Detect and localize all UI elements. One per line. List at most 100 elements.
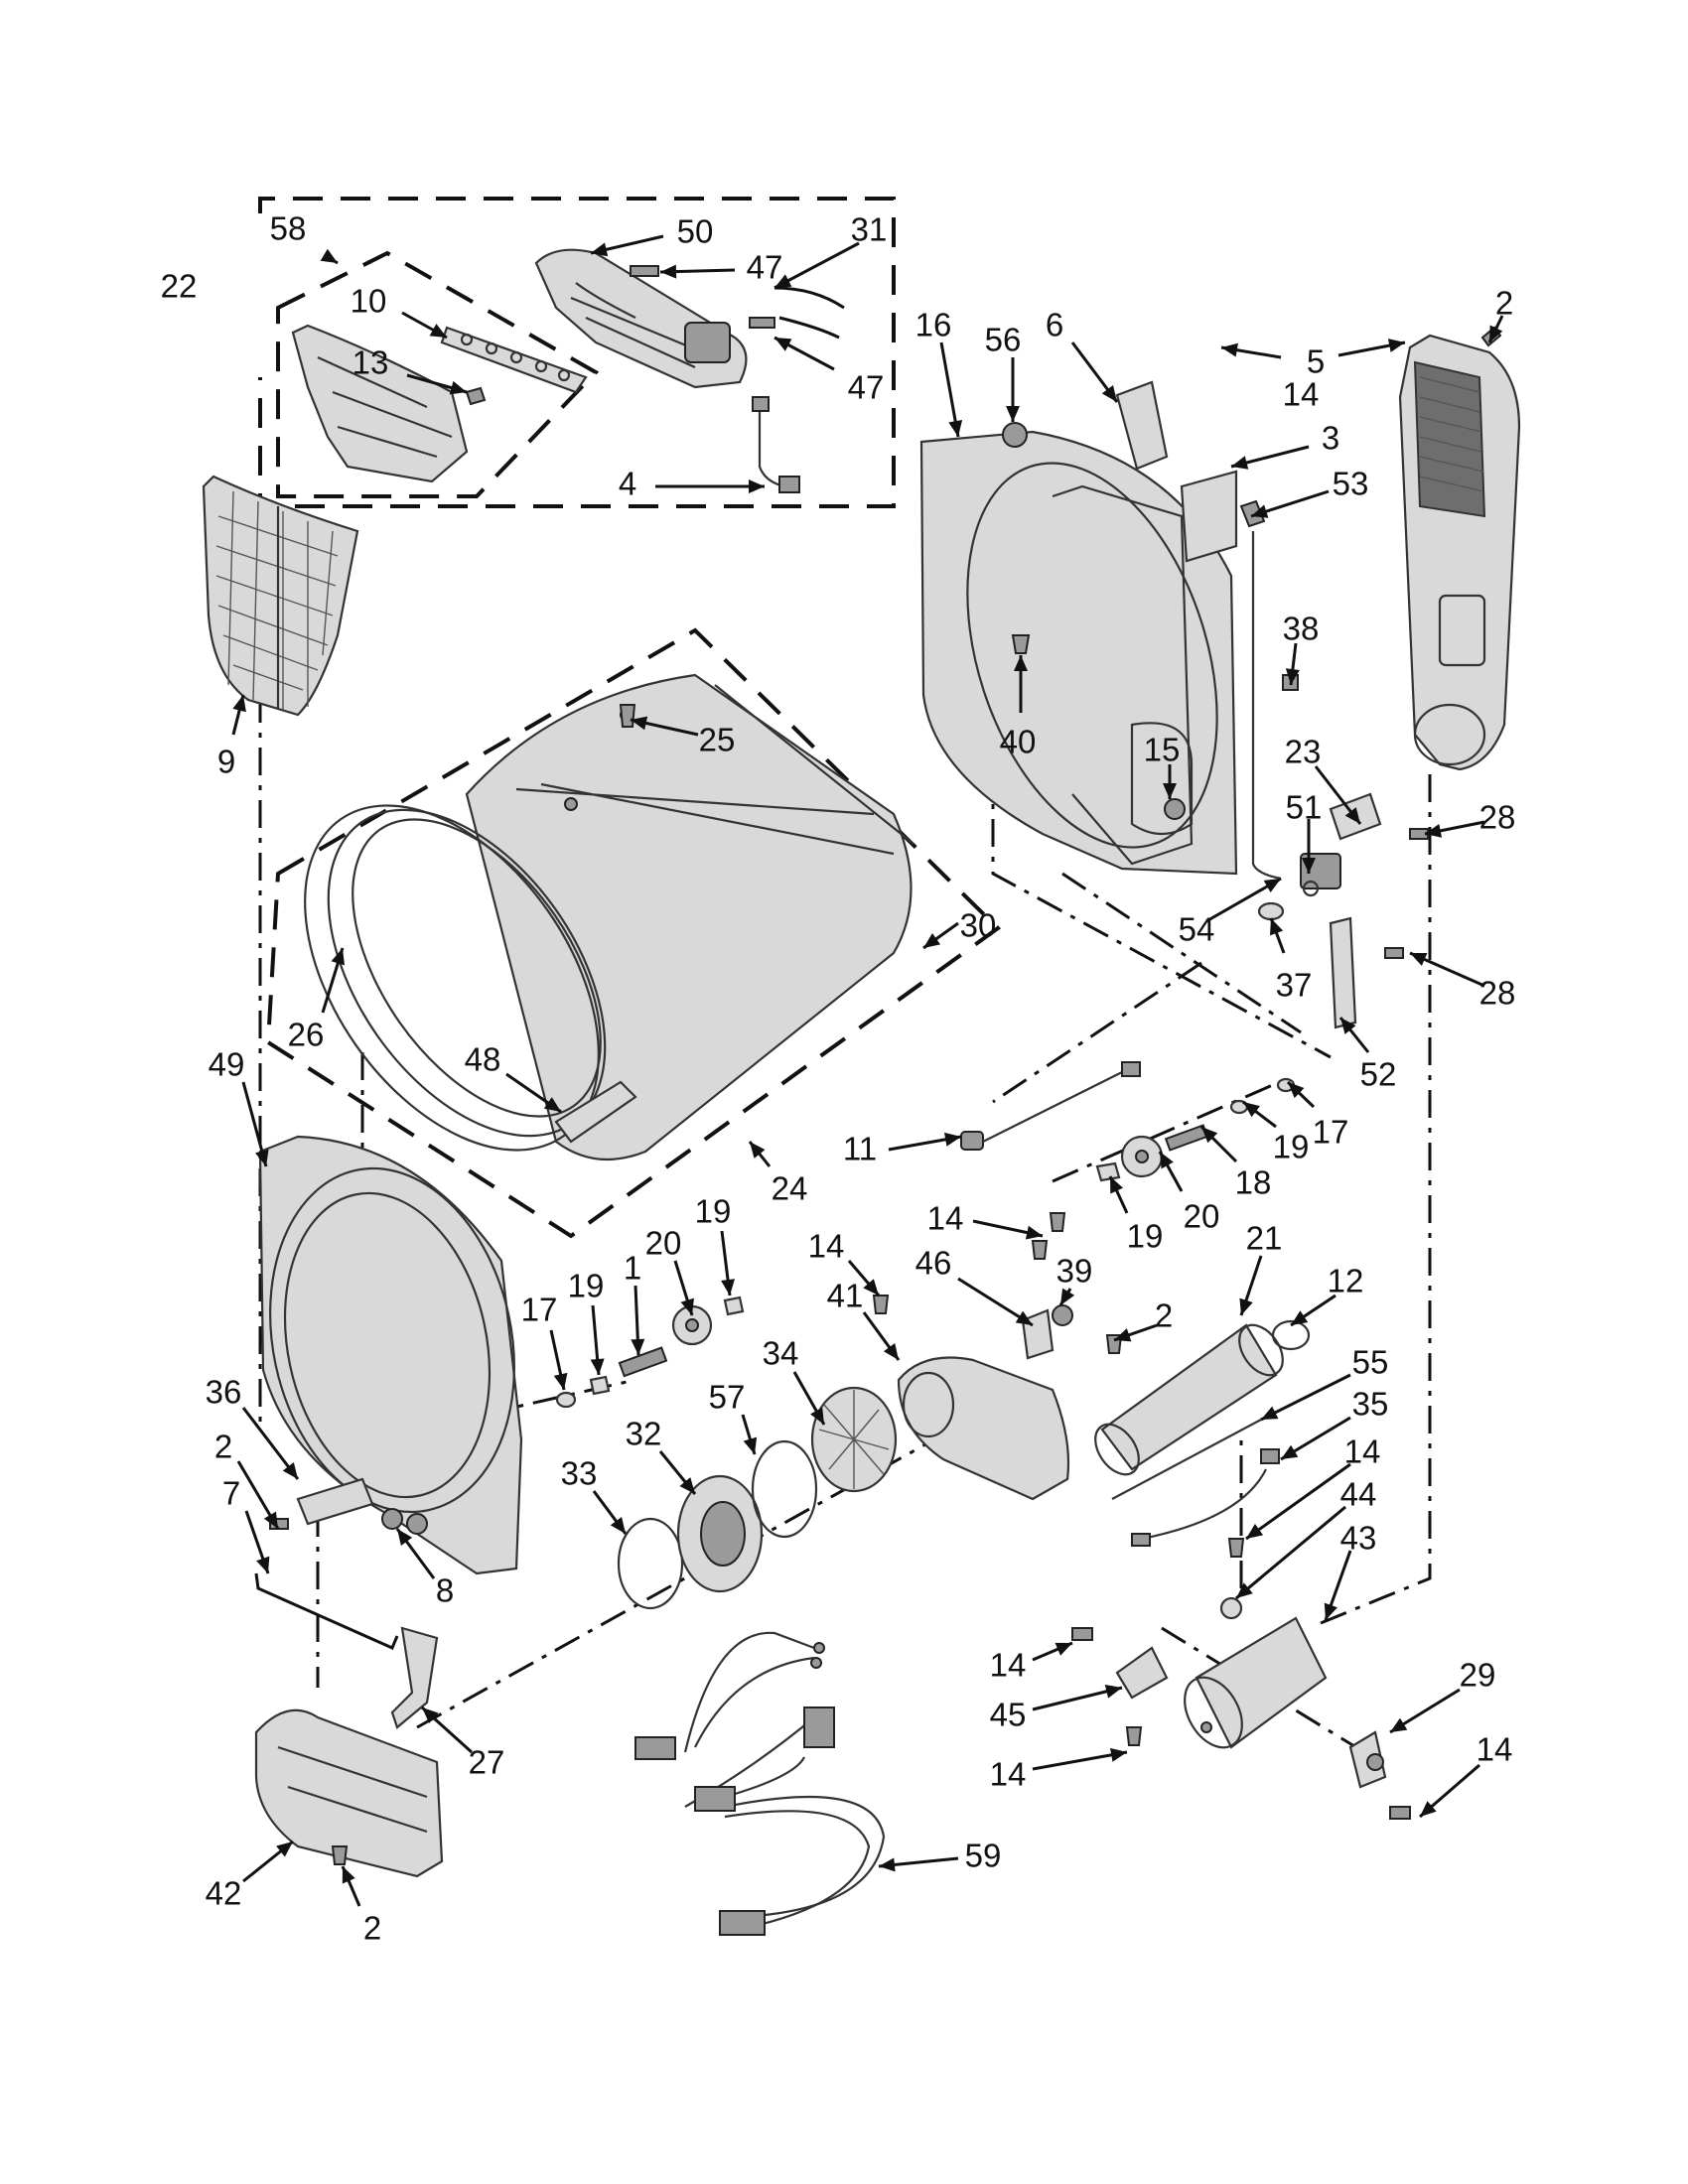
arrowhead bbox=[1285, 668, 1300, 685]
callout-c-14b: 14 bbox=[927, 1200, 1044, 1240]
callout-c-44: 44 bbox=[1235, 1476, 1377, 1600]
part-14-screw-g bbox=[1125, 1726, 1143, 1746]
callout-c-19c: 19 bbox=[568, 1268, 605, 1376]
parts bbox=[202, 248, 1521, 1936]
part-number-label: 28 bbox=[1479, 799, 1516, 836]
callout-c-48: 48 bbox=[465, 1041, 562, 1114]
arrowhead bbox=[449, 380, 467, 395]
arrowhead bbox=[883, 1342, 899, 1360]
assembly-line-sensor bbox=[992, 872, 1302, 1104]
arrowhead bbox=[721, 1279, 735, 1296]
arrowhead bbox=[810, 1407, 824, 1425]
callout-c-13: 13 bbox=[352, 344, 468, 395]
arrowhead bbox=[1025, 1225, 1043, 1240]
part-number-label: 38 bbox=[1283, 611, 1320, 647]
part-number-label: 33 bbox=[561, 1455, 598, 1492]
part-number-label: 45 bbox=[990, 1697, 1027, 1733]
part-1-shaft bbox=[618, 1346, 668, 1378]
part-number-label: 6 bbox=[1046, 307, 1063, 343]
callout-c-53: 53 bbox=[1250, 466, 1368, 518]
callout-c-57: 57 bbox=[709, 1379, 758, 1455]
arrowhead bbox=[750, 1142, 766, 1159]
callout-c-15: 15 bbox=[1144, 732, 1180, 799]
part-number-label: 43 bbox=[1340, 1520, 1377, 1557]
part-number-label: 42 bbox=[206, 1875, 242, 1912]
part-28-screw-b bbox=[1384, 947, 1404, 959]
callout-c-59: 59 bbox=[878, 1838, 1002, 1874]
arrowhead bbox=[948, 420, 963, 437]
part-number-label: 14 bbox=[990, 1647, 1027, 1684]
callout-c-19a: 19 bbox=[1242, 1100, 1309, 1165]
callout-c-25: 25 bbox=[630, 716, 735, 758]
callout-c-14e: 14 bbox=[990, 1641, 1073, 1684]
part-13 bbox=[465, 386, 487, 406]
callout-c-43: 43 bbox=[1324, 1520, 1377, 1621]
part-number-label: 44 bbox=[1340, 1476, 1377, 1513]
callout-c-14d: 14 bbox=[1245, 1433, 1380, 1541]
callout-c-16: 16 bbox=[915, 307, 963, 438]
part-number-label: 36 bbox=[206, 1374, 242, 1411]
arrowhead bbox=[743, 1436, 758, 1454]
part-number-label: 50 bbox=[677, 213, 714, 250]
arrowhead bbox=[1390, 1717, 1408, 1732]
part-number-label: 13 bbox=[352, 344, 389, 381]
part-7-rail bbox=[254, 1572, 399, 1650]
part-number-label: 5 bbox=[1307, 343, 1325, 380]
part-14-screw-f bbox=[1071, 1627, 1093, 1641]
part-number-label: 19 bbox=[695, 1193, 732, 1230]
leader-line bbox=[1260, 1373, 1351, 1422]
leader-line bbox=[939, 341, 960, 438]
callout-c-12: 12 bbox=[1290, 1263, 1363, 1327]
arrowhead bbox=[1251, 504, 1269, 518]
part-52-bracket bbox=[1329, 916, 1357, 1029]
arrowhead bbox=[1006, 406, 1020, 422]
part-32-mount bbox=[676, 1474, 764, 1593]
callout-c-2a: 2 bbox=[1487, 285, 1513, 343]
part-number-label: 14 bbox=[927, 1200, 964, 1237]
callout-c-51: 51 bbox=[1286, 789, 1322, 874]
callout-c-14f: 14 bbox=[990, 1747, 1128, 1793]
part-number-label: 41 bbox=[827, 1278, 864, 1314]
arrowhead bbox=[1110, 1747, 1127, 1762]
part-number-label: 59 bbox=[965, 1838, 1002, 1874]
callout-c-23: 23 bbox=[1285, 734, 1362, 825]
callout-c-32: 32 bbox=[626, 1416, 697, 1495]
part-number-label: 1 bbox=[624, 1250, 641, 1287]
part-number-label: 14 bbox=[990, 1756, 1027, 1793]
arrowhead bbox=[923, 933, 941, 948]
part-number-label: 47 bbox=[848, 369, 885, 406]
callout-c-20b: 20 bbox=[645, 1225, 694, 1316]
part-35-wire bbox=[1111, 1419, 1280, 1547]
part-number-label: 49 bbox=[209, 1046, 245, 1083]
part-number-label: 56 bbox=[985, 322, 1022, 358]
callout-c-47a: 47 bbox=[659, 249, 782, 286]
callout-c-34: 34 bbox=[763, 1335, 826, 1426]
part-20-idler-pulley-a bbox=[1120, 1135, 1164, 1178]
callout-c-28a: 28 bbox=[1424, 799, 1516, 838]
arrowhead bbox=[331, 948, 345, 966]
arrowhead bbox=[774, 338, 792, 351]
callout-c-5: 5 bbox=[1307, 339, 1406, 380]
part-number-label: 10 bbox=[351, 283, 387, 320]
arrowhead bbox=[1110, 1176, 1124, 1194]
part-2-screw-d bbox=[331, 1845, 349, 1865]
part-number-label: 14 bbox=[1477, 1731, 1513, 1768]
part-number-label: 2 bbox=[363, 1910, 381, 1947]
part-number-label: 20 bbox=[1184, 1198, 1220, 1235]
part-29-thermistor bbox=[1348, 1730, 1387, 1789]
callout-c-27: 27 bbox=[420, 1706, 504, 1781]
part-53-hose bbox=[1239, 499, 1282, 881]
group-24-boundary bbox=[265, 627, 1002, 1239]
callout-c-39: 39 bbox=[1056, 1253, 1092, 1306]
arrowhead bbox=[1261, 1406, 1279, 1420]
part-56-roller bbox=[1002, 422, 1028, 448]
arrowhead bbox=[1410, 953, 1428, 966]
arrowhead bbox=[944, 1132, 961, 1147]
arrowhead bbox=[263, 1511, 278, 1529]
arrowhead bbox=[610, 1516, 626, 1534]
arrowhead bbox=[879, 1857, 896, 1872]
callout-c-42: 42 bbox=[206, 1840, 294, 1912]
part-number-label: 48 bbox=[465, 1041, 501, 1078]
callout-c-4: 4 bbox=[619, 466, 765, 502]
